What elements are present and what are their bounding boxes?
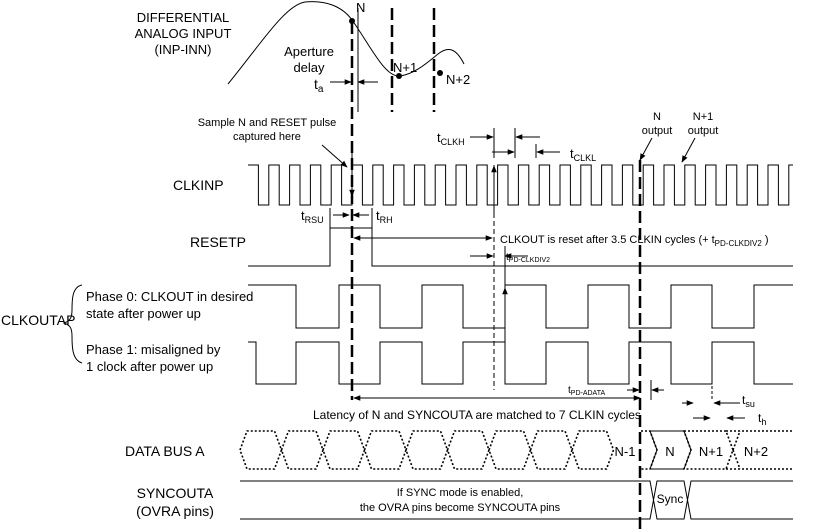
- sample-n2-dot: [437, 70, 443, 76]
- sample-n1-dot: [396, 73, 402, 79]
- tsu-label: tsu: [742, 393, 755, 409]
- sample-note-arrow: [321, 144, 348, 168]
- latency-note: Latency of N and SYNCOUTA are matched to…: [313, 408, 641, 422]
- syncouta-high-line: [240, 480, 793, 520]
- sync-pulse-label: Sync: [657, 492, 684, 506]
- syncouta-label-line1: SYNCOUTA: [137, 485, 214, 501]
- aperture-label-line2: delay: [293, 60, 325, 75]
- n-output-line2: output: [642, 125, 673, 137]
- n1-output-line2: output: [688, 125, 719, 137]
- reset-cycles-note: CLKOUT is reset after 3.5 CLKIN cycles (…: [500, 234, 769, 248]
- sample-note-line2: captured here: [233, 131, 301, 143]
- data-cell-label-n: N: [665, 444, 674, 459]
- phase1-line2: 1 clock after power up: [86, 359, 213, 374]
- phase1-waveform: [248, 341, 793, 385]
- sample-n2-label: N+2: [446, 72, 470, 87]
- n-output-line1: N: [653, 111, 661, 123]
- th-label: th: [758, 411, 766, 427]
- clkoutap-brace: [62, 284, 83, 364]
- data-bus-label: DATA BUS A: [125, 443, 205, 459]
- sample-n-label: N: [356, 0, 365, 15]
- phase0-line1: Phase 0: CLKOUT in desired: [86, 289, 253, 304]
- sample-note-line1: Sample N and RESET pulse: [198, 117, 337, 129]
- trsu-label: tRSU: [301, 208, 324, 225]
- sync-note-line1: If SYNC mode is enabled,: [397, 487, 524, 499]
- data-bus-dotted-cells: [239, 430, 615, 470]
- input-label-line1: DIFFERENTIAL: [137, 10, 229, 25]
- n-output-arrow: [639, 137, 653, 161]
- n1-output-arrow: [681, 137, 696, 163]
- sample-n1-label: N+1: [393, 60, 417, 75]
- n1-output-line1: N+1: [693, 111, 714, 123]
- phase0-line2: state after power up: [86, 306, 201, 321]
- syncouta-low-line: [240, 480, 793, 520]
- clkinp-label: CLKINP: [173, 177, 224, 193]
- clkoutap-label: CLKOUTAP: [1, 312, 75, 328]
- tpd-clkdiv2-label: tPD-CLKDIV2: [506, 252, 550, 264]
- tpd-adata-label: tPD-ADATA: [568, 385, 605, 397]
- data-bus-n-left-edge: [641, 430, 658, 470]
- sample-n-dot: [349, 18, 355, 24]
- data-cell-label-n-minus-1: N-1: [615, 444, 636, 459]
- data-cell-label-n-plus-2: N+2: [744, 444, 768, 459]
- data-cell-label-n-plus-1: N+1: [699, 444, 723, 459]
- tclkh-label: tCLKH: [437, 130, 465, 147]
- analog-waveform: [227, 1, 465, 85]
- trh-label: tRH: [376, 208, 393, 225]
- input-label-line2: ANALOG INPUT: [135, 26, 232, 41]
- tclkl-label: tCLKL: [570, 146, 596, 163]
- ta-label: ta: [314, 76, 324, 95]
- phase0-waveform: [248, 284, 793, 329]
- sync-note-line2: the OVRA pins become SYNCOUTA pins: [360, 502, 561, 514]
- data-bus-tail-cells: [682, 430, 793, 470]
- clkinp-waveform: [248, 164, 793, 206]
- phase1-line1: Phase 1: misaligned by: [86, 342, 221, 357]
- syncouta-label-line2: (OVRA pins): [136, 503, 214, 519]
- input-label-line3: (INP-INN): [154, 42, 211, 57]
- aperture-label-line1: Aperture: [284, 44, 334, 59]
- resetp-label: RESETP: [190, 234, 246, 250]
